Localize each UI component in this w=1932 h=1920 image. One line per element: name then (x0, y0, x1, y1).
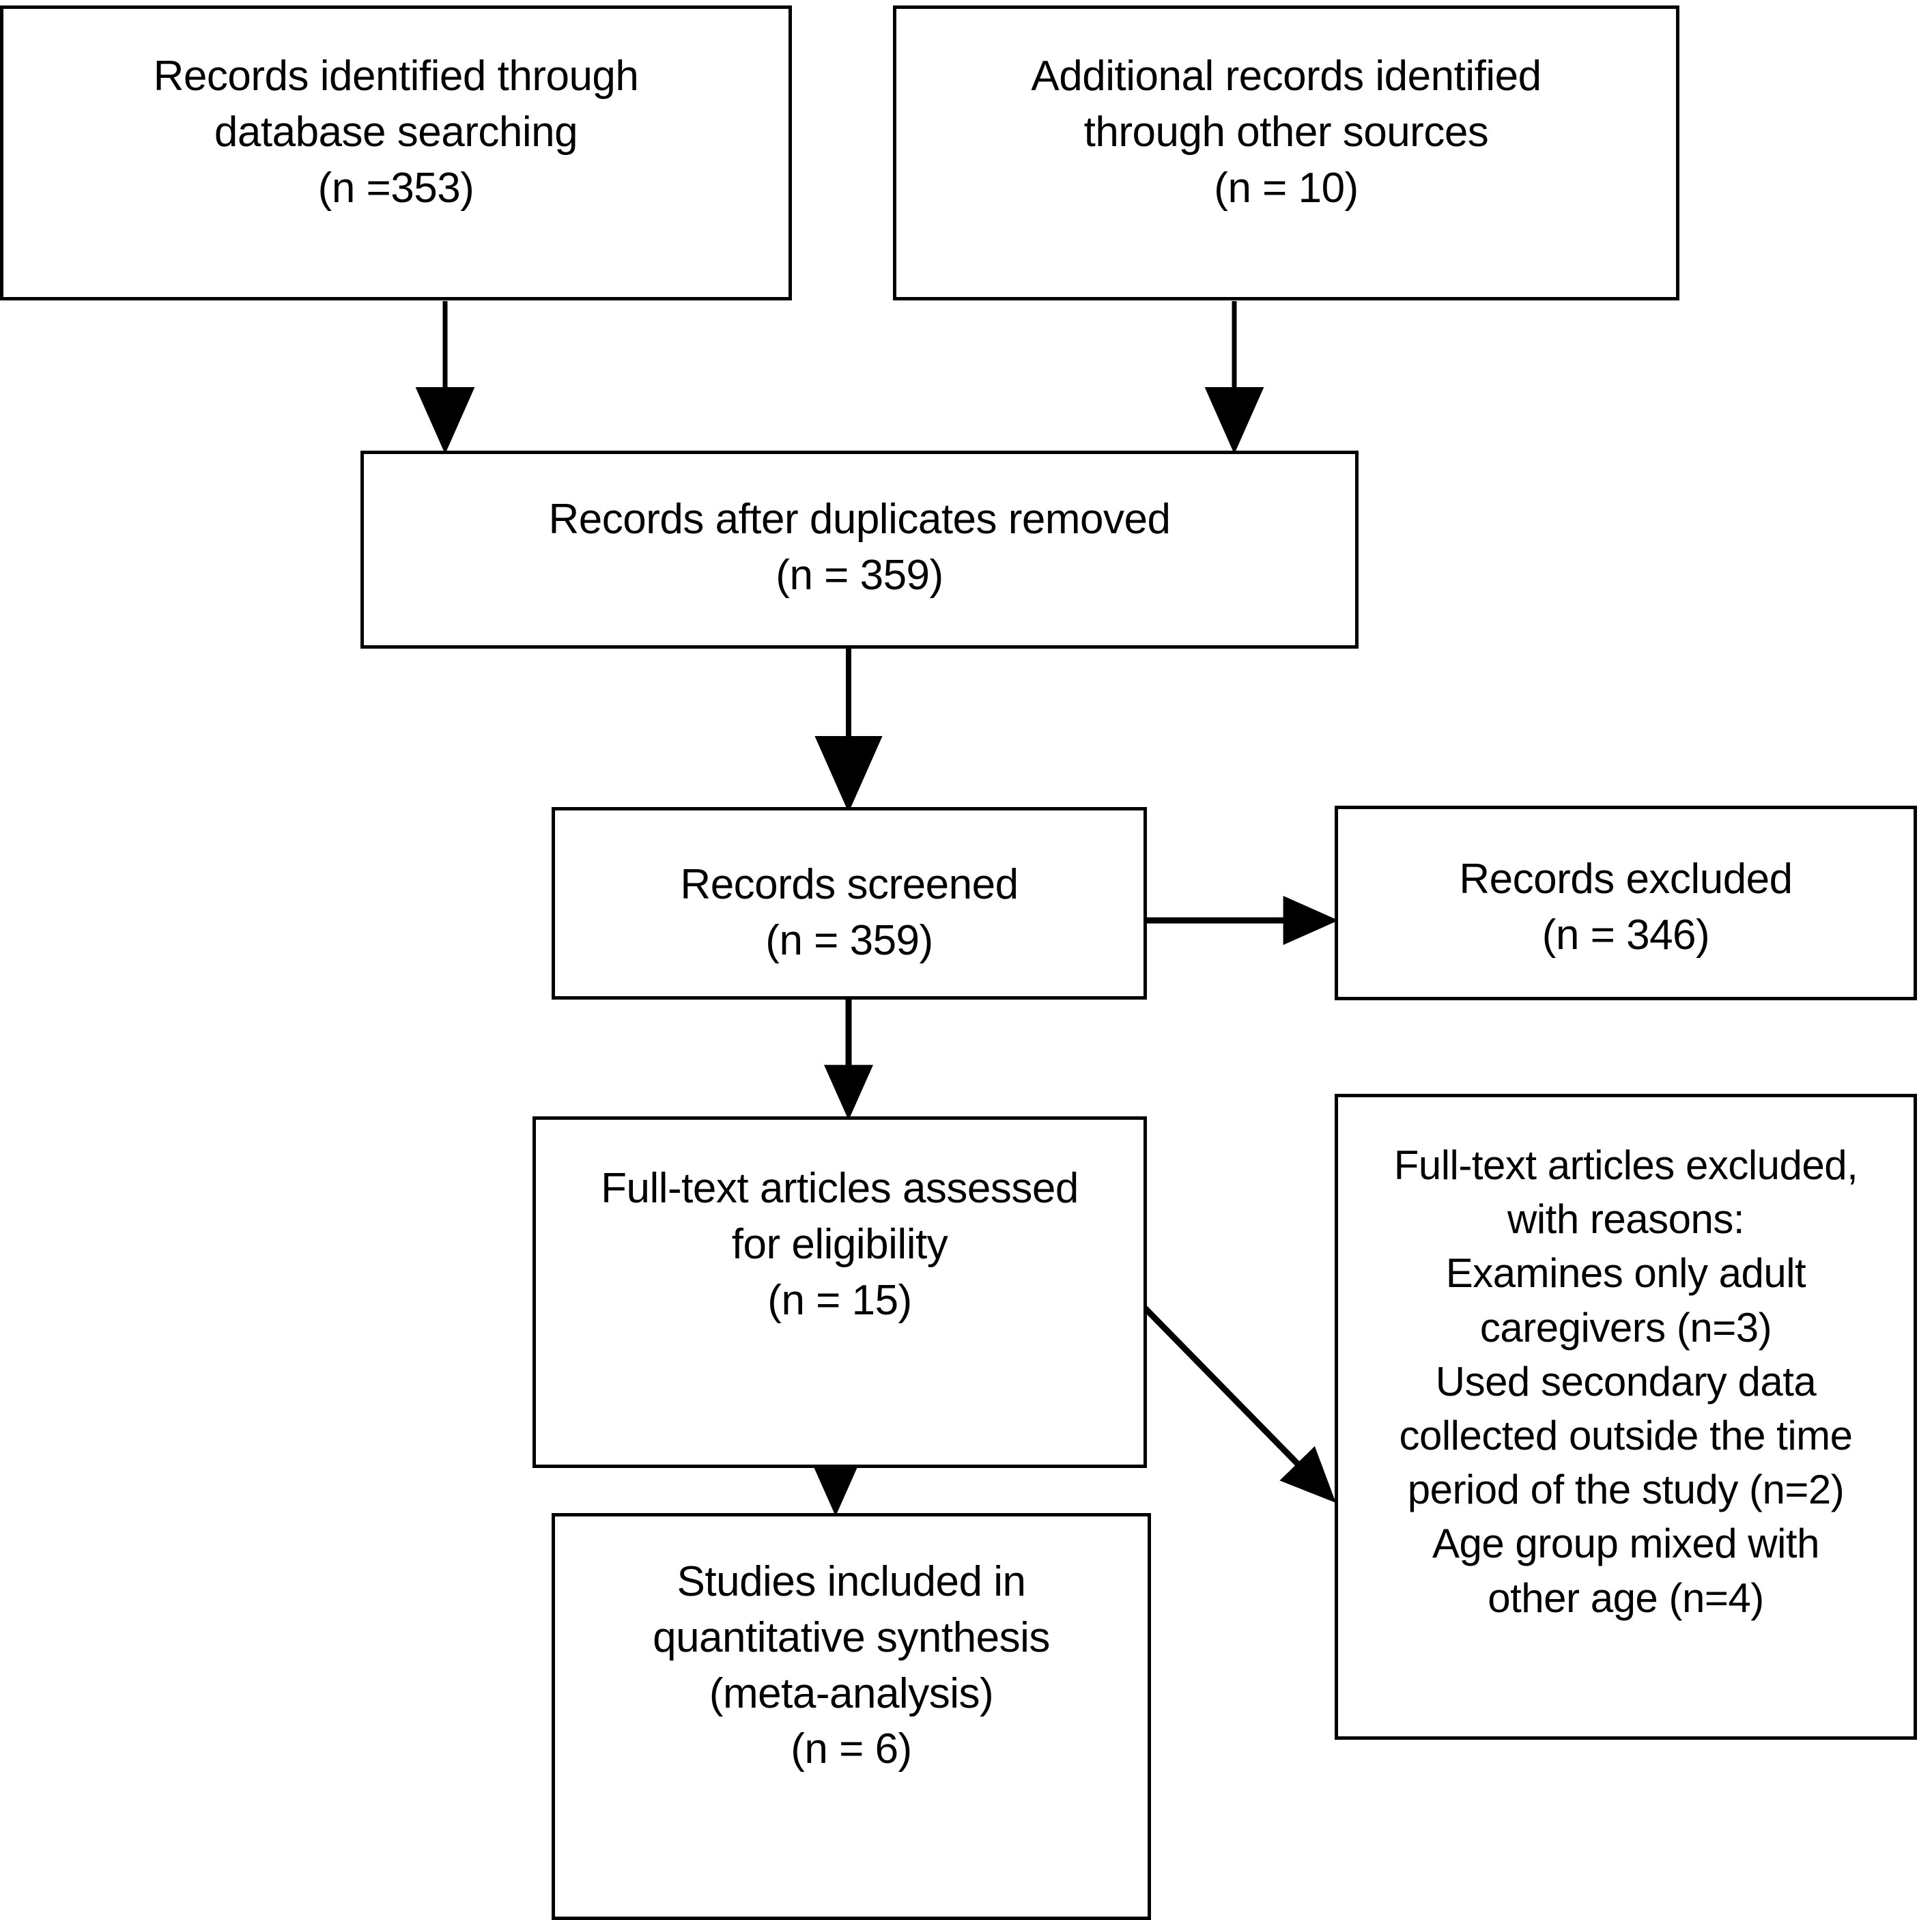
box-line: (n = 6) (791, 1725, 912, 1773)
box-line: Studies included in (677, 1558, 1026, 1605)
box-line: Records excluded (1459, 856, 1793, 903)
box-full-text-articles-excluded-with-reasons: Full-text articles excluded, with reason… (1335, 1094, 1917, 1740)
box-line: through other sources (1083, 108, 1489, 156)
box-line: (n =353) (317, 164, 474, 212)
box-line: Records screened (680, 861, 1019, 908)
box-line: (n = 15) (767, 1276, 912, 1324)
box-line: with reasons: (1507, 1196, 1745, 1243)
box-line: caregivers (n=3) (1479, 1304, 1772, 1351)
box-line: Records after duplicates removed (548, 496, 1171, 543)
box-records-excluded: Records excluded (n = 346) (1335, 806, 1917, 1000)
box-records-identified-database: Records identified through database sear… (0, 5, 792, 300)
box-records-screened: Records screened (n = 359) (552, 807, 1147, 1000)
box-line: (n = 346) (1542, 911, 1710, 959)
box-line: (meta-analysis) (709, 1669, 994, 1717)
box-records-after-duplicates-removed: Records after duplicates removed (n = 35… (360, 451, 1359, 649)
box-line: Full-text articles excluded, (1393, 1142, 1858, 1188)
box-line: Examines only adult (1445, 1250, 1806, 1297)
box-line: (n = 10) (1214, 164, 1359, 212)
arrow-fulltext-to-reasons (1118, 1280, 1336, 1503)
box-line: Age group mixed with (1432, 1521, 1819, 1567)
box-line: Records identified through (153, 53, 639, 100)
box-full-text-articles-assessed: Full-text articles assessed for eligibil… (532, 1116, 1147, 1468)
box-line: Used secondary data (1435, 1358, 1817, 1404)
box-line: collected outside the time (1399, 1412, 1853, 1458)
box-line: (n = 359) (765, 916, 933, 964)
box-line: other age (n=4) (1488, 1575, 1764, 1621)
box-additional-records-other-sources: Additional records identified through ot… (893, 5, 1679, 300)
box-line: Full-text articles assessed (601, 1165, 1079, 1212)
box-studies-included-quantitative-synthesis: Studies included in quantitative synthes… (552, 1513, 1151, 1920)
box-line: Additional records identified (1031, 53, 1542, 100)
box-line: (n = 359) (776, 551, 943, 599)
box-line: for eligibility (731, 1220, 948, 1268)
box-line: quantitative synthesis (653, 1613, 1050, 1661)
box-line: database searching (214, 108, 578, 156)
box-line: period of the study (n=2) (1407, 1467, 1845, 1513)
